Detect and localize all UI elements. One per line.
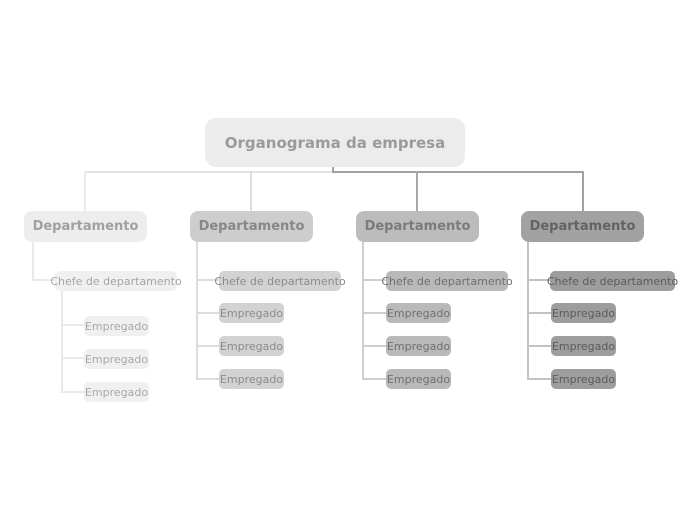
connector-line xyxy=(196,378,219,380)
connector-drop-department-1 xyxy=(84,171,86,211)
employee-node[interactable]: Empregado xyxy=(219,369,284,389)
connector-drop-department-2 xyxy=(250,171,252,211)
connector-line xyxy=(32,242,34,281)
connector-line xyxy=(196,242,198,380)
connector-trunk-left xyxy=(85,171,334,173)
employee-node[interactable]: Empregado xyxy=(551,303,616,323)
connector-line xyxy=(362,279,386,281)
connector-line xyxy=(61,357,84,359)
connector-line xyxy=(362,345,386,347)
connector-line xyxy=(527,378,551,380)
employee-node[interactable]: Empregado xyxy=(84,316,149,336)
chief-node-3[interactable]: Chefe de departamento xyxy=(381,271,513,291)
employee-node[interactable]: Empregado xyxy=(84,382,149,402)
department-node-3[interactable]: Departamento xyxy=(356,211,479,242)
connector-line xyxy=(196,312,219,314)
department-node-2[interactable]: Departamento xyxy=(190,211,313,242)
chief-node-1[interactable]: Chefe de departamento xyxy=(50,271,182,291)
connector-line xyxy=(196,345,219,347)
chief-node-4[interactable]: Chefe de departamento xyxy=(547,271,678,291)
connector-line xyxy=(196,279,219,281)
connector-line xyxy=(362,378,386,380)
connector-line xyxy=(527,345,551,347)
connector-line xyxy=(527,312,551,314)
connector-line xyxy=(527,279,550,281)
root-node[interactable]: Organograma da empresa xyxy=(205,118,465,167)
employee-node[interactable]: Empregado xyxy=(551,336,616,356)
employee-node[interactable]: Empregado xyxy=(386,336,451,356)
employee-node[interactable]: Empregado xyxy=(219,336,284,356)
connector-line xyxy=(61,324,84,326)
connector-line xyxy=(61,291,63,393)
employee-node[interactable]: Empregado xyxy=(386,303,451,323)
connector-line xyxy=(61,391,84,393)
connector-root-stub xyxy=(332,166,334,173)
connector-line xyxy=(362,312,386,314)
connector-trunk-right xyxy=(334,171,584,173)
department-node-4[interactable]: Departamento xyxy=(521,211,644,242)
department-node-1[interactable]: Departamento xyxy=(24,211,147,242)
chief-node-2[interactable]: Chefe de departamento xyxy=(214,271,346,291)
employee-node[interactable]: Empregado xyxy=(84,349,149,369)
employee-node[interactable]: Empregado xyxy=(219,303,284,323)
connector-drop-department-3 xyxy=(416,171,418,211)
connector-line xyxy=(32,279,55,281)
connector-line xyxy=(362,242,364,380)
connector-drop-department-4 xyxy=(582,171,584,211)
employee-node[interactable]: Empregado xyxy=(551,369,616,389)
employee-node[interactable]: Empregado xyxy=(386,369,451,389)
connector-line xyxy=(527,242,529,380)
